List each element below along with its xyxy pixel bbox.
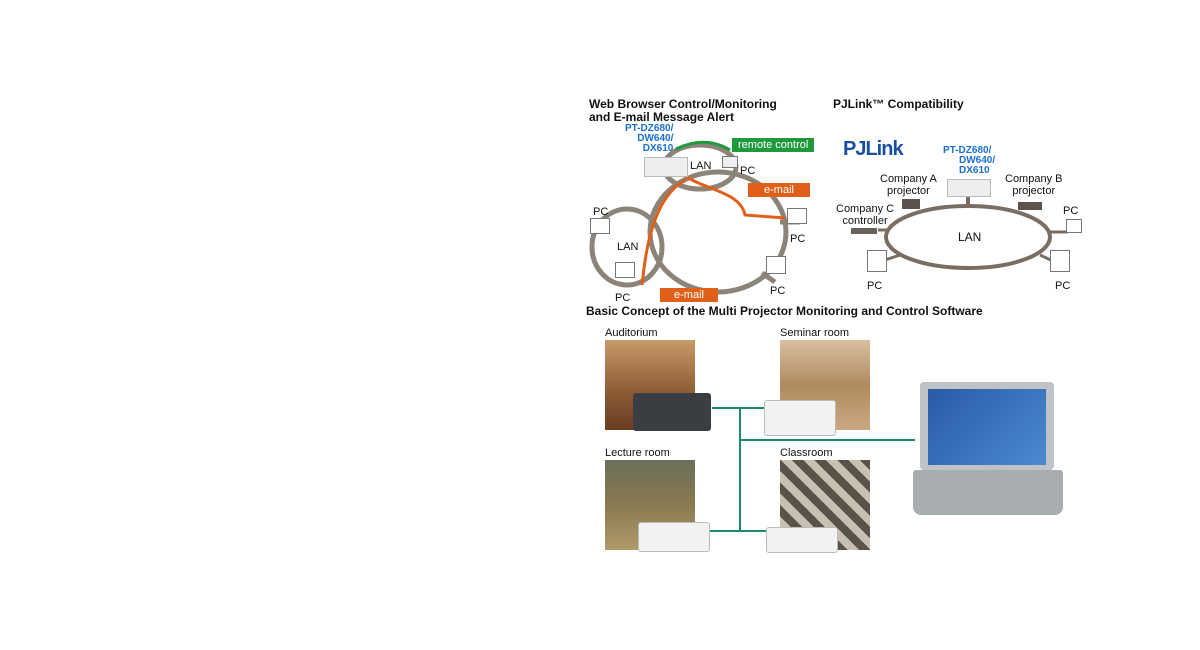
- model-label: PT-DZ680/DW640/DX610: [943, 145, 996, 176]
- pjlink-section-title: PJLink™ Compatibility: [833, 97, 964, 111]
- room-label: Auditorium: [605, 327, 658, 339]
- controller-icon: [851, 228, 877, 234]
- concept-network-lines: [705, 407, 915, 532]
- pc-label: PC: [790, 233, 806, 245]
- lan-label: LAN: [958, 230, 982, 244]
- laptop-icon: [787, 208, 807, 224]
- laptop-icon: [920, 382, 1054, 470]
- projector-icon: [1018, 202, 1042, 210]
- pc-label: PC: [740, 165, 756, 177]
- laptop-icon: [1066, 219, 1082, 233]
- lan-ring-left: [589, 206, 665, 288]
- laptop-icon: [867, 250, 887, 272]
- laptop-icon: [722, 156, 738, 168]
- projector-icon: [902, 199, 920, 209]
- laptop-icon: [1050, 250, 1070, 272]
- laptop-icon: [766, 256, 786, 274]
- room-label: Classroom: [780, 447, 833, 459]
- pc-label: PC: [770, 285, 786, 297]
- pc-label: PC: [867, 280, 883, 292]
- model-label: PT-DZ680/DW640/DX610: [625, 123, 674, 154]
- remote-arrow: [675, 140, 731, 152]
- room-label: Lecture room: [605, 447, 670, 459]
- projector-icon: [766, 527, 838, 553]
- projector-icon: [764, 400, 836, 436]
- remote-control-tag: remote control: [732, 138, 815, 152]
- pc-label: PC: [593, 206, 609, 218]
- email-arrow-left: [640, 178, 686, 286]
- lan-label: LAN: [617, 241, 639, 253]
- projector-icon: [947, 179, 991, 197]
- email-arrow-right: [678, 170, 786, 220]
- lan-label: LAN: [690, 160, 712, 172]
- projector-icon: [638, 522, 710, 552]
- laptop-screen: [928, 389, 1046, 465]
- pc-label: PC: [615, 292, 631, 304]
- projector-icon: [644, 157, 688, 177]
- concept-section-title: Basic Concept of the Multi Projector Mon…: [586, 304, 983, 318]
- projector-icon: [633, 393, 711, 431]
- email-tag: e-mail: [660, 288, 718, 302]
- laptop-icon: [590, 218, 610, 234]
- pjlink-logo: PJLink: [843, 138, 904, 160]
- pc-label: PC: [1055, 280, 1071, 292]
- pc-label: PC: [1063, 205, 1079, 217]
- laptop-keyboard: [913, 470, 1063, 515]
- laptop-icon: [615, 262, 635, 278]
- room-label: Seminar room: [780, 327, 850, 339]
- email-tag: e-mail: [748, 183, 810, 197]
